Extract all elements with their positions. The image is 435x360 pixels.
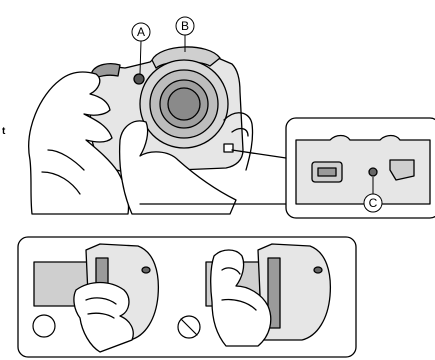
inset-connector-grille <box>318 168 336 176</box>
callout-a-label: A <box>137 25 145 39</box>
incorrect-camera-knob <box>314 267 322 273</box>
lens-glass <box>168 88 200 120</box>
top-camera-scene <box>29 47 300 214</box>
callout-c-label: C <box>369 196 378 210</box>
callout-b-label: B <box>181 19 189 33</box>
inset-speaker-hole <box>369 168 377 176</box>
inset-flap <box>390 160 414 180</box>
correct-camera-knob <box>142 267 150 273</box>
af-assist-lamp <box>134 74 144 84</box>
detail-inset <box>232 118 435 218</box>
incorrect-grip-panel <box>206 244 330 346</box>
side-button <box>224 144 233 152</box>
bottom-grip-comparison <box>18 237 356 357</box>
page-edge-text: t <box>2 126 6 137</box>
